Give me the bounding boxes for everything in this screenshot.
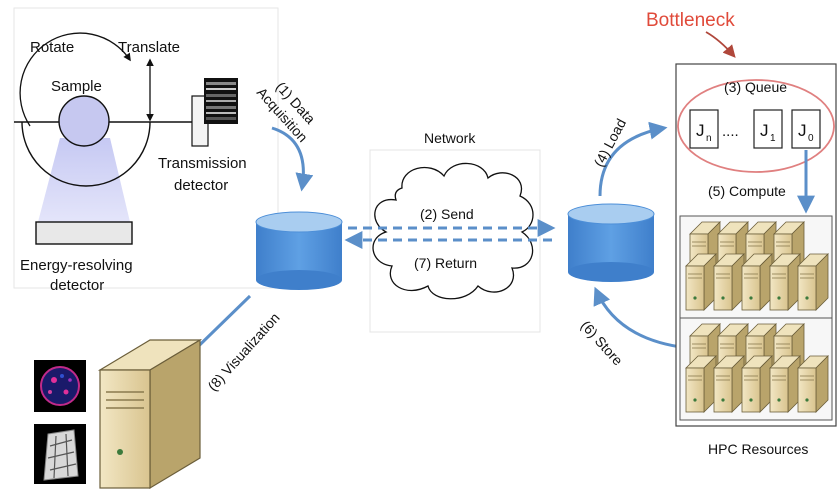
transmission-label-line1: Transmission — [158, 155, 247, 172]
job-box-n — [689, 109, 719, 149]
remote-database-icon — [567, 203, 655, 282]
sample-label: Sample — [51, 78, 102, 95]
job-sub-n: n — [706, 133, 712, 144]
bottleneck-arrow — [705, 31, 736, 58]
job-box-0 — [791, 109, 821, 149]
job-queue: J n .... J 1 J 0 — [689, 109, 821, 149]
bottleneck-ellipse — [677, 79, 835, 173]
server-rack-icon — [679, 215, 833, 421]
job-letter-1: J — [760, 121, 769, 140]
send-label: (2) Send — [420, 206, 474, 222]
job-sub-1: 1 — [770, 133, 776, 144]
acquisition-arrow — [271, 126, 314, 192]
store-arrow — [593, 286, 689, 350]
load-arrow — [598, 121, 668, 197]
return-label: (7) Return — [414, 255, 477, 271]
energy-label-line2: detector — [50, 277, 104, 294]
rotation-stage — [21, 121, 151, 187]
hpc-resources: HPC Resources (3) Queue J n .... J 1 J 0… — [675, 63, 837, 457]
imaging-setup: Rotate Translate Sample Transmission det… — [13, 7, 279, 294]
reconstruction-image-gray — [34, 424, 86, 484]
bottleneck-label: Bottleneck — [646, 10, 735, 31]
queue-ellipsis: .... — [722, 123, 739, 140]
network: Network — [369, 130, 541, 333]
job-sub-0: 0 — [808, 133, 814, 144]
sample-circle — [58, 95, 110, 147]
rotate-arrow — [19, 32, 131, 127]
hpc-label: HPC Resources — [708, 441, 808, 457]
visualization-label: (8) Visualization — [204, 309, 282, 394]
network-label: Network — [424, 130, 476, 146]
transmission-label-line2: detector — [174, 177, 228, 194]
job-letter-n: J — [696, 121, 705, 140]
cloud-icon — [372, 162, 534, 300]
job-letter-0: J — [798, 121, 807, 140]
queue-label: (3) Queue — [724, 79, 787, 95]
energy-label-line1: Energy-resolving — [20, 257, 133, 274]
beam-cone — [38, 138, 130, 222]
store-label: (6) Store — [578, 317, 626, 368]
rotate-label: Rotate — [30, 39, 74, 56]
workstation-icon — [97, 338, 203, 490]
energy-detector-bar — [35, 221, 133, 245]
reconstruction-image-color — [34, 360, 86, 412]
job-box-1 — [753, 109, 783, 149]
compute-label: (5) Compute — [708, 183, 786, 199]
projection-image — [204, 78, 238, 124]
local-database-icon — [255, 211, 343, 290]
translate-label: Translate — [118, 39, 180, 56]
